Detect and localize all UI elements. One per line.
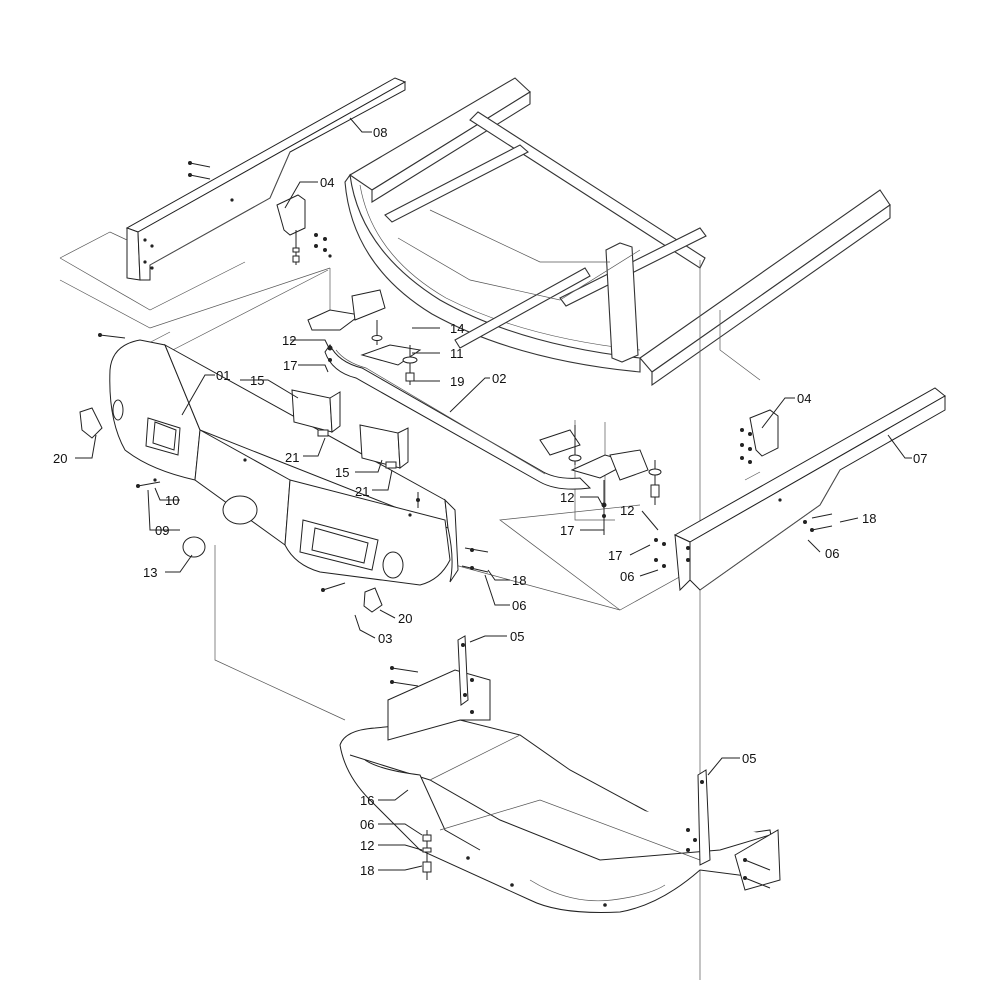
part-07-side-rail — [654, 387, 946, 592]
callout-05: 05 — [510, 629, 524, 644]
callout-06: 06 — [620, 569, 634, 584]
callout-03: 03 — [378, 631, 392, 646]
leader-lines — [75, 117, 912, 871]
callout-17: 17 — [283, 358, 297, 373]
callout-12: 12 — [620, 503, 634, 518]
part-16-skid-plate — [339, 669, 781, 913]
part-08-side-rail — [125, 77, 407, 281]
callout-13: 13 — [143, 565, 157, 580]
chassis-frame — [344, 77, 891, 387]
callout-15: 15 — [250, 373, 264, 388]
callout-14: 14 — [450, 321, 464, 336]
callout-15: 15 — [335, 465, 349, 480]
callout-18: 18 — [360, 863, 374, 878]
callout-21: 21 — [285, 450, 299, 465]
bumper-fasteners — [98, 333, 489, 592]
callout-16: 16 — [360, 793, 374, 808]
callout-09: 09 — [155, 523, 169, 538]
callout-06: 06 — [825, 546, 839, 561]
callout-labels: 08 04 01 02 04 07 20 15 12 17 14 11 19 2… — [53, 125, 927, 878]
callout-12: 12 — [360, 838, 374, 853]
callout-07: 07 — [913, 451, 927, 466]
callout-06: 06 — [360, 817, 374, 832]
part-04-bracket-left — [276, 194, 332, 265]
callout-20: 20 — [53, 451, 67, 466]
part-13-emblem — [182, 536, 206, 558]
callout-04: 04 — [320, 175, 334, 190]
callout-02: 02 — [492, 371, 506, 386]
callout-21: 21 — [355, 484, 369, 499]
callout-17: 17 — [608, 548, 622, 563]
callout-10: 10 — [165, 493, 179, 508]
part-01-front-bumper — [109, 339, 459, 586]
callout-11: 11 — [450, 346, 464, 361]
callout-12: 12 — [282, 333, 296, 348]
callout-06: 06 — [512, 598, 526, 613]
part-02-support-beam — [307, 289, 662, 535]
callout-18: 18 — [512, 573, 526, 588]
callout-08: 08 — [373, 125, 387, 140]
callout-18: 18 — [862, 511, 876, 526]
callout-20: 20 — [398, 611, 412, 626]
callout-17: 17 — [560, 523, 574, 538]
callout-19: 19 — [450, 374, 464, 389]
part-05-brackets — [390, 635, 771, 889]
part-04-bracket-right — [740, 409, 779, 464]
part-20-reflectors — [79, 407, 383, 613]
callout-12: 12 — [560, 490, 574, 505]
callout-05: 05 — [742, 751, 756, 766]
callout-04: 04 — [797, 391, 811, 406]
callout-01: 01 — [216, 368, 230, 383]
part-15-lamps — [291, 389, 409, 469]
